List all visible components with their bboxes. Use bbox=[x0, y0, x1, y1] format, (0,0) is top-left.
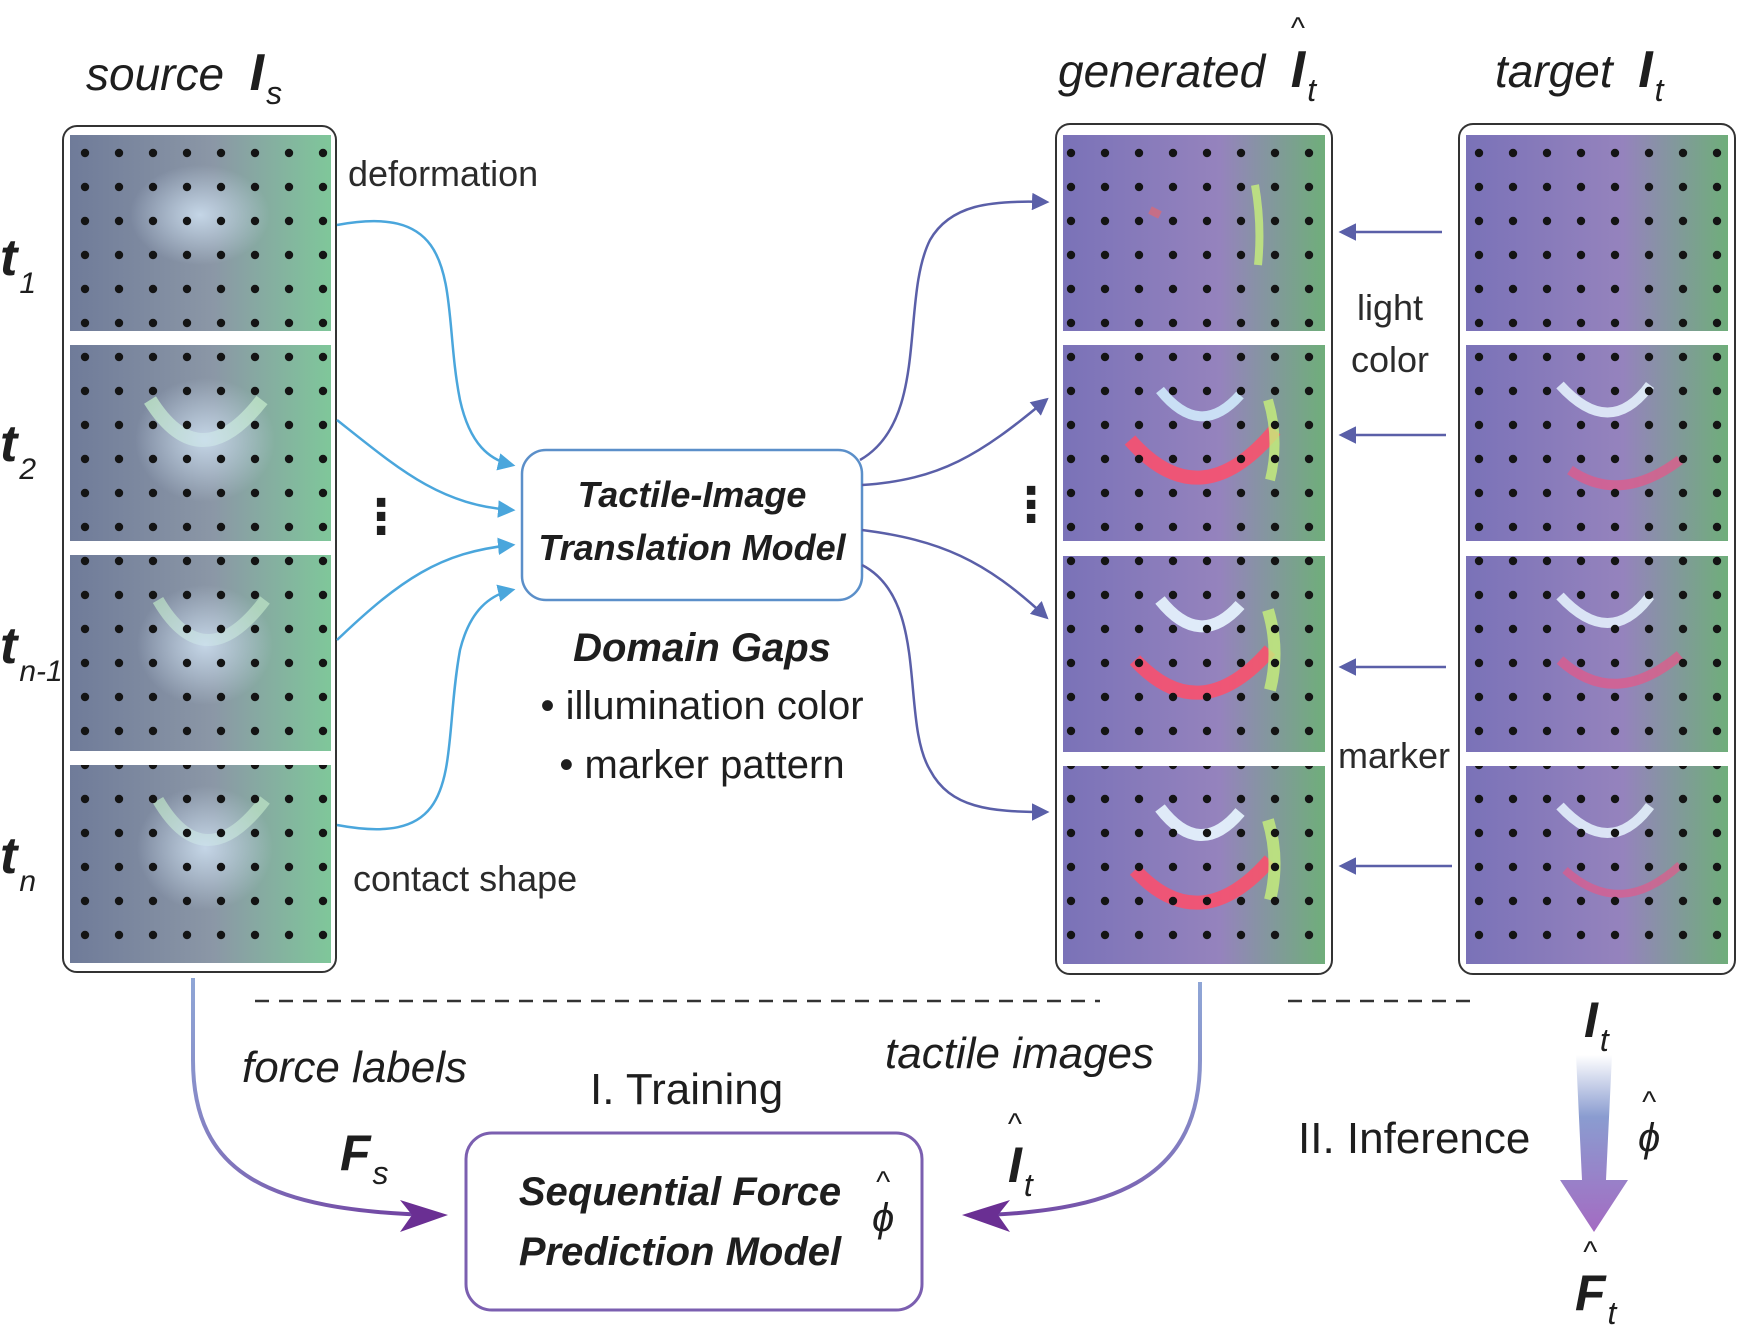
tactile-images-arrow bbox=[984, 982, 1202, 1217]
model-to-generated-arrows bbox=[859, 192, 1050, 821]
generated-header-word: generated bbox=[1058, 45, 1266, 97]
target-tile-3 bbox=[1466, 556, 1728, 752]
tactile-images-arrowhead bbox=[962, 1200, 1010, 1232]
time-step-n: tn bbox=[0, 827, 37, 898]
source-tile-3 bbox=[70, 555, 331, 751]
force-labels-arrow bbox=[191, 978, 431, 1217]
generated-tile-2 bbox=[1063, 345, 1325, 541]
source-header-symbol: I bbox=[249, 44, 265, 102]
target-tile-1 bbox=[1466, 135, 1728, 331]
domain-gaps-title: Domain Gaps bbox=[573, 626, 831, 670]
deformation-label: deformation bbox=[348, 153, 539, 194]
target-to-generated-arrows bbox=[1338, 223, 1452, 875]
source-tile-2 bbox=[70, 345, 331, 541]
domain-gap-marker: • marker pattern bbox=[559, 743, 845, 787]
marker-label: marker bbox=[1338, 735, 1451, 776]
source-header-sub: s bbox=[266, 75, 283, 111]
source-panel bbox=[62, 125, 337, 973]
time-step-2: t2 bbox=[0, 415, 37, 486]
translation-model-box bbox=[520, 448, 864, 602]
generated-header: generated It bbox=[1058, 44, 1316, 106]
generated-ellipsis: ⋮ bbox=[1007, 479, 1055, 532]
inference-arrow bbox=[1560, 1055, 1628, 1232]
source-header-word: source bbox=[86, 48, 225, 100]
source-tile-1 bbox=[70, 135, 331, 331]
color-label: color bbox=[1351, 339, 1430, 380]
contact-shape-label: contact shape bbox=[353, 858, 578, 899]
source-header: source Is bbox=[86, 44, 282, 109]
translation-model-line1: Tactile-Image bbox=[577, 474, 807, 515]
training-stage-label: I. Training bbox=[590, 1065, 784, 1114]
generated-tile-1 bbox=[1063, 135, 1325, 331]
source-ellipsis: ⋮ bbox=[357, 491, 405, 544]
source-tile-4 bbox=[70, 765, 331, 963]
force-labels-arrowhead bbox=[400, 1200, 448, 1232]
time-step-1: t1 bbox=[0, 229, 37, 300]
inference-stage-label: II. Inference bbox=[1298, 1114, 1531, 1163]
target-tile-2 bbox=[1466, 345, 1728, 541]
generated-panel bbox=[1055, 123, 1333, 975]
generated-tile-4 bbox=[1063, 766, 1325, 964]
tactile-images-text: tactile images bbox=[885, 1029, 1155, 1078]
generated-header-sub: t bbox=[1307, 72, 1317, 108]
inference-output-symbol: Ft bbox=[1575, 1268, 1616, 1329]
inference-input-symbol: It bbox=[1584, 992, 1609, 1058]
force-model-box bbox=[464, 1131, 924, 1312]
target-panel bbox=[1458, 123, 1736, 975]
generated-header-symbol: I bbox=[1291, 44, 1305, 96]
force-labels-text: force labels bbox=[242, 1043, 468, 1092]
tactile-images-symbol: It bbox=[1008, 1140, 1033, 1201]
generated-tile-3 bbox=[1063, 556, 1325, 752]
target-header-sub: t bbox=[1654, 72, 1664, 108]
target-header-symbol: I bbox=[1638, 41, 1653, 99]
time-step-n-1: tn-1 bbox=[0, 617, 63, 688]
target-tile-4 bbox=[1466, 766, 1728, 964]
force-model-line1: Sequential Force bbox=[518, 1170, 842, 1214]
source-to-model-arrows bbox=[336, 219, 516, 831]
inference-phi: ϕ bbox=[1638, 1118, 1660, 1158]
light-label: light bbox=[1357, 287, 1424, 328]
force-model-line2: Prediction Model bbox=[518, 1230, 842, 1274]
domain-gap-illumination: • illumination color bbox=[540, 684, 864, 728]
force-labels-symbol: Fs bbox=[340, 1125, 389, 1191]
translation-model-line2: Translation Model bbox=[538, 527, 846, 568]
target-header: target It bbox=[1495, 41, 1664, 106]
force-model-phi: ϕ bbox=[872, 1198, 894, 1238]
target-header-word: target bbox=[1495, 45, 1613, 97]
